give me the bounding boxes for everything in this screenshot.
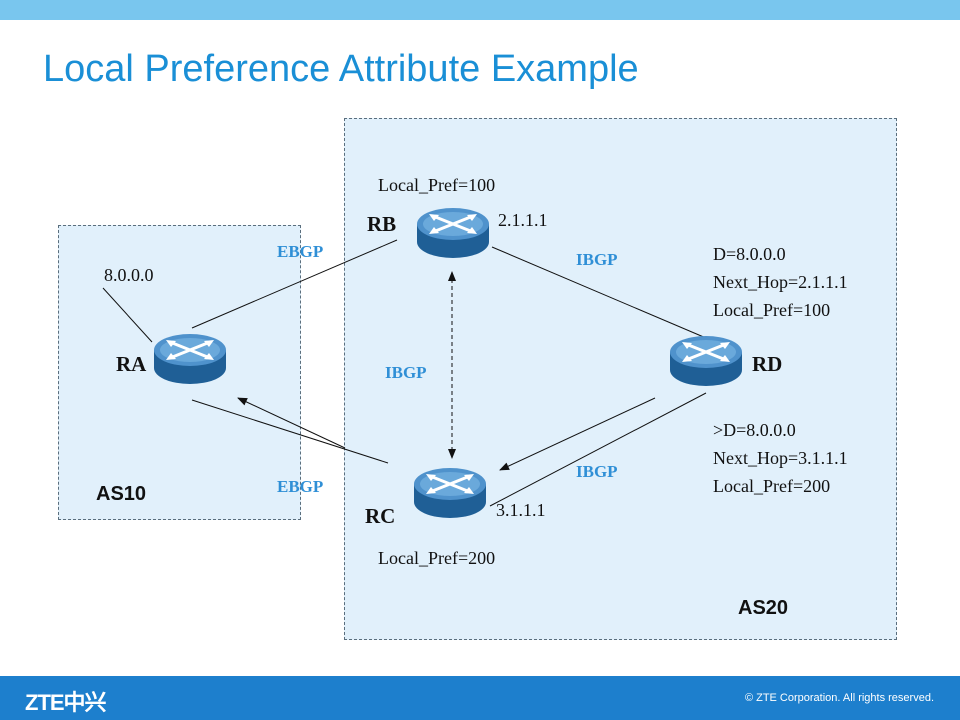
as20-name: AS20: [738, 597, 789, 619]
network-label: 8.0.0.0: [104, 265, 154, 285]
router-rb-label: RB: [367, 212, 397, 236]
route-rb-next-hop: Next_Hop=2.1.1.1: [713, 272, 848, 292]
link-ra-rb-label: EBGP: [277, 242, 324, 261]
arrow-rd-to-rc: [499, 397, 656, 471]
link-rb-rc-label: IBGP: [385, 363, 427, 382]
router-icon: [154, 334, 226, 384]
link-ra-rb: [191, 239, 398, 329]
router-rc-label: RC: [365, 504, 396, 528]
router-rd-label: RD: [752, 352, 783, 376]
footer-bar: ZTE中兴 © ZTE Corporation. All rights rese…: [0, 676, 960, 720]
route-rb-local-pref: Local_Pref=100: [713, 300, 831, 320]
copyright: © ZTE Corporation. All rights reserved.: [744, 692, 934, 704]
as20-region: [344, 118, 897, 640]
route-rc-dest: >D=8.0.0.0: [713, 420, 796, 440]
route-rc-next-hop: Next_Hop=3.1.1.1: [713, 448, 848, 468]
arrow-rc-to-ra: [237, 397, 346, 449]
link-network-ra: [102, 287, 153, 343]
link-rc-rd-label: IBGP: [576, 462, 618, 481]
zte-logo: ZTE中兴: [25, 690, 107, 715]
rc-address: 3.1.1.1: [496, 500, 546, 520]
router-ra-label: RA: [116, 352, 147, 376]
link-rb-rd-label: IBGP: [576, 250, 618, 269]
rb-local-pref: Local_Pref=100: [378, 175, 496, 195]
as10-name: AS10: [96, 483, 147, 505]
router-icon: [414, 468, 486, 518]
router-icon: [670, 336, 742, 386]
link-ra-rc: [191, 399, 389, 464]
page-title: Local Preference Attribute Example: [43, 48, 639, 90]
link-rc-rd: [489, 392, 707, 507]
top-bar: [0, 0, 960, 20]
link-ra-rc-label: EBGP: [277, 477, 324, 496]
link-rb-rd: [491, 246, 707, 339]
route-rb-dest: D=8.0.0.0: [713, 244, 786, 264]
rb-address: 2.1.1.1: [498, 210, 548, 230]
route-rc-local-pref: Local_Pref=200: [713, 476, 831, 496]
rc-local-pref: Local_Pref=200: [378, 548, 496, 568]
router-icon: [417, 208, 489, 258]
